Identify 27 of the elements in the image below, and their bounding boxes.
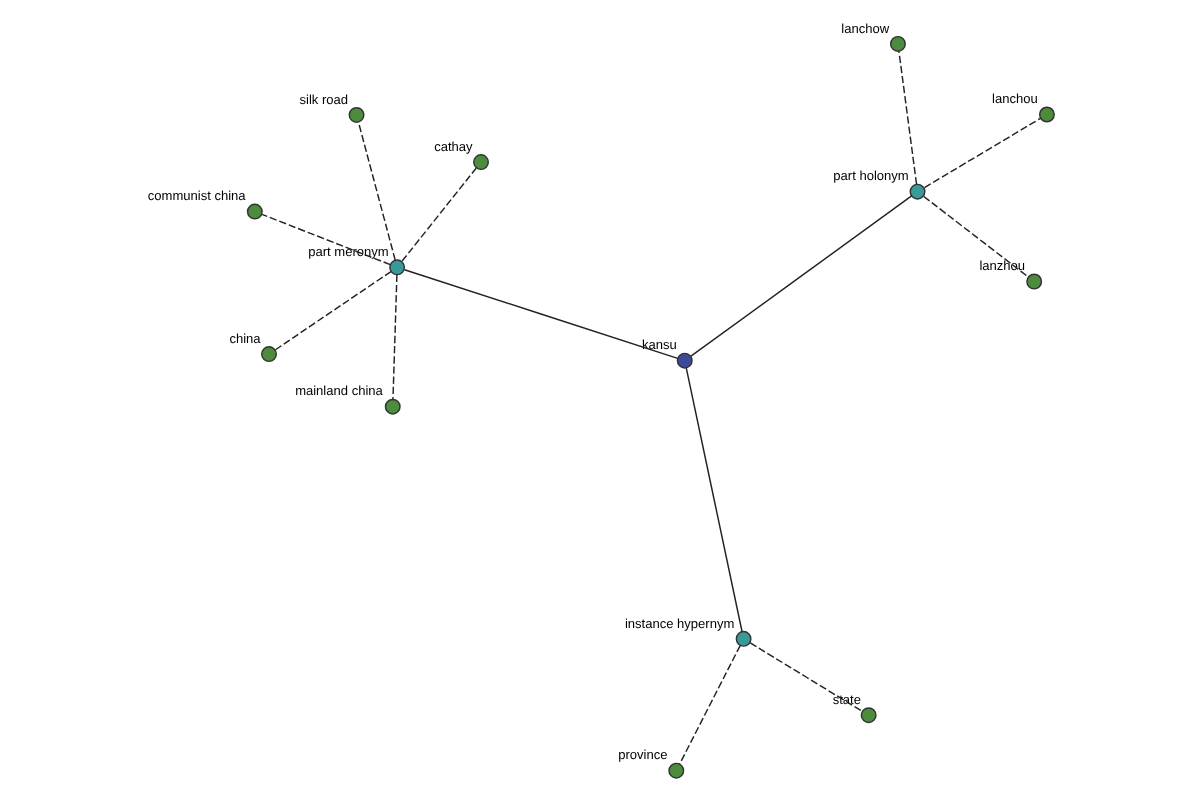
node-circle xyxy=(389,259,406,276)
connector xyxy=(678,644,741,765)
connector xyxy=(357,121,396,261)
connector xyxy=(923,117,1042,189)
node-circle xyxy=(668,762,685,779)
node-circle xyxy=(676,352,693,369)
connector xyxy=(898,50,918,185)
connector xyxy=(690,195,913,357)
connector xyxy=(261,213,391,266)
node-circle xyxy=(261,346,277,363)
connector xyxy=(274,270,392,351)
node-circle xyxy=(384,398,401,415)
connector xyxy=(685,367,743,632)
connector xyxy=(403,269,679,360)
node-circle xyxy=(1026,273,1043,290)
node-circle xyxy=(860,707,877,724)
node-circle xyxy=(909,183,926,200)
connector xyxy=(392,274,398,400)
node-circle xyxy=(735,630,752,647)
connector xyxy=(401,167,477,262)
node-circle xyxy=(1038,106,1055,123)
node-circle xyxy=(889,35,906,52)
node-circle xyxy=(246,203,263,220)
node-circle xyxy=(348,106,365,123)
connector xyxy=(749,642,863,712)
node-circle xyxy=(473,154,489,171)
connector xyxy=(923,195,1029,278)
